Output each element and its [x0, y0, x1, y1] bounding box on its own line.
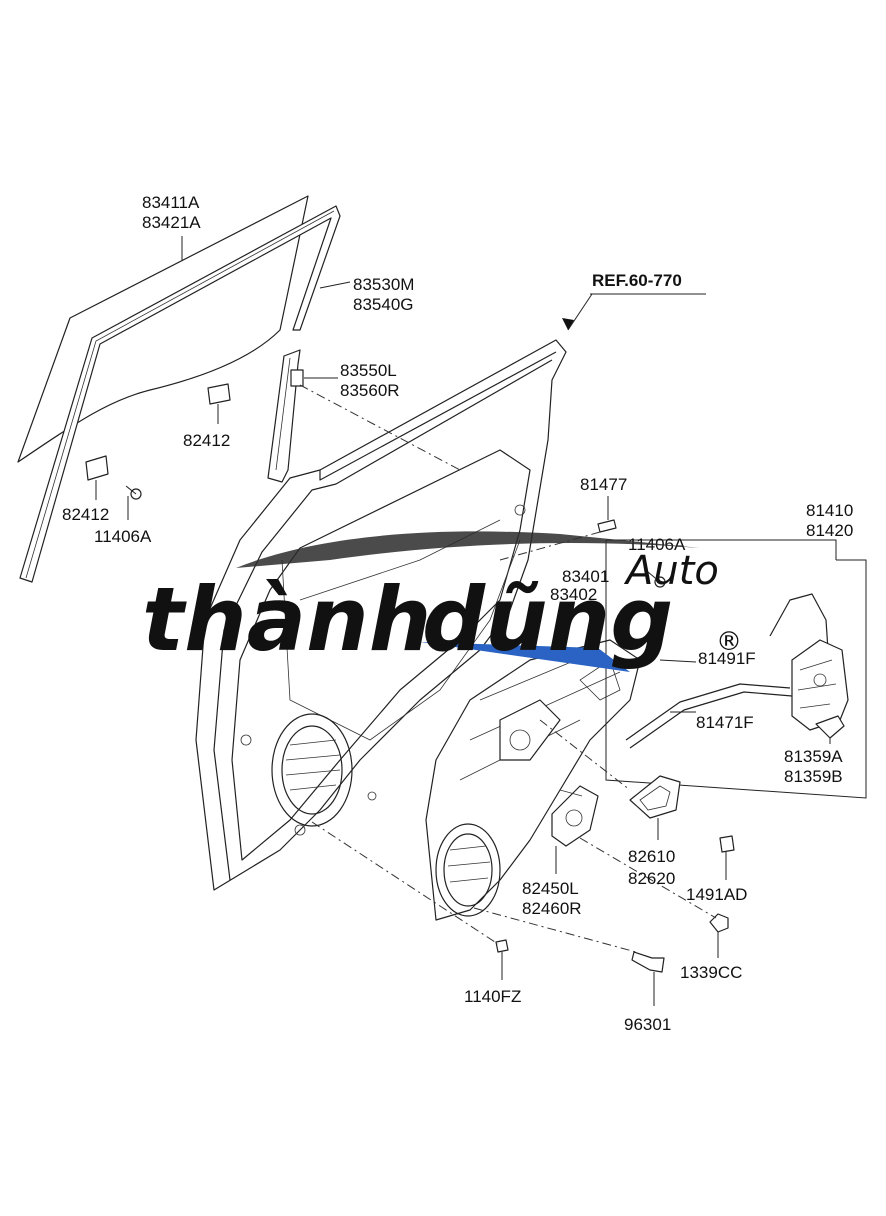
glass-clip-upper [207, 383, 231, 424]
label-nut: 1339CC [680, 963, 742, 982]
door-inner-panel [195, 339, 567, 891]
part-labels: 83411A 83421A 83530M 83540G 83550L 83560… [62, 193, 853, 1034]
watermark-brand-right: dũng [422, 568, 673, 671]
screw-part [495, 939, 509, 980]
label-handle-1: 82610 [628, 847, 675, 866]
inside-handle [629, 775, 681, 840]
label-cover-2: 81359B [784, 767, 843, 786]
label-channel-1: 83530M [353, 275, 414, 294]
nut-part [709, 913, 729, 958]
watermark-accent [420, 642, 630, 672]
watermark-logo: thành dũng Auto ® [142, 531, 742, 672]
glass-clip-lower [85, 455, 109, 500]
clip-part [719, 835, 735, 880]
regulator-bolt [647, 571, 666, 588]
glass-run-channel [19, 205, 341, 583]
label-speaker-bolt: 96301 [624, 1015, 671, 1034]
speaker-bolt [631, 951, 665, 1006]
assembly-lines [299, 384, 717, 953]
door-glass [17, 195, 309, 463]
watermark-brand-small: Auto [623, 548, 719, 594]
label-latch-2: 81420 [806, 521, 853, 540]
watermark-registered: ® [716, 627, 742, 657]
label-motor-1: 82450L [522, 879, 579, 898]
label-motor-2: 82460R [522, 899, 582, 918]
striker-bolt [597, 496, 617, 533]
guide-rail [267, 349, 304, 483]
label-bolt-glass: 11406A [94, 527, 152, 546]
label-handle-2: 82620 [628, 869, 675, 888]
label-screw: 1140FZ [464, 987, 521, 1006]
label-guide-1: 83550L [340, 361, 397, 380]
label-clip-upper: 82412 [183, 431, 230, 450]
watermark-swoosh [236, 531, 700, 568]
label-cable-lower: 81471F [696, 713, 754, 732]
label-guide-2: 83560R [340, 381, 400, 400]
bolt-glass [125, 485, 142, 520]
label-cover-1: 81359A [784, 747, 843, 766]
label-cable-upper: 81491F [698, 649, 756, 668]
label-glass-1: 83411A [142, 193, 200, 212]
label-clip-lower: 82412 [62, 505, 109, 524]
regulator-motor [551, 785, 599, 874]
leader-lines [181, 236, 706, 713]
label-rail-2: 83402 [550, 585, 597, 604]
latch-assembly-group [605, 539, 867, 799]
label-reference: REF.60-770 [592, 271, 682, 290]
label-glass-2: 83421A [142, 213, 201, 232]
label-latch-1: 81410 [806, 501, 853, 520]
label-striker-bolt: 81477 [580, 475, 627, 494]
watermark-brand-left: thành [142, 568, 431, 671]
label-clip: 1491AD [686, 885, 747, 904]
label-rail-1: 83401 [562, 567, 609, 586]
label-channel-2: 83540G [353, 295, 414, 314]
